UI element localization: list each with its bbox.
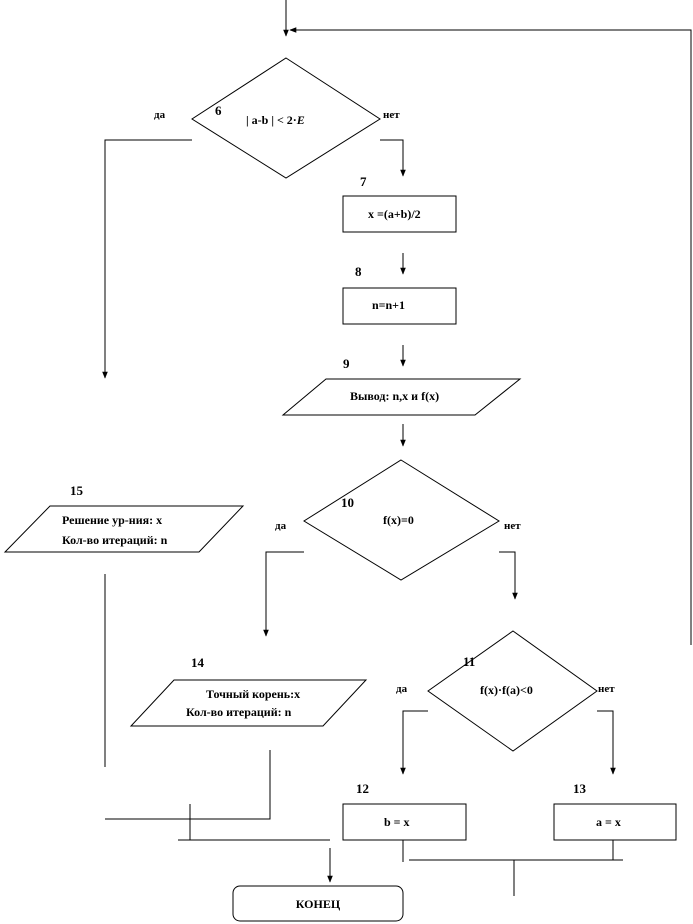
b11-no-arrow: [597, 710, 616, 775]
b15-line2: Кол-во итераций: n: [62, 533, 168, 547]
block-10-decision: 10 f(x)=0 да нет: [275, 459, 521, 581]
b7-number: 7: [360, 174, 367, 189]
block-6-decision: 6 | a-b | < 2·E да нет: [154, 57, 400, 179]
b14-line1: Точный корень:x: [206, 687, 300, 701]
b8-number: 8: [355, 264, 362, 279]
block-13-process: 13 a = x: [553, 781, 677, 841]
block-15-output: 15 Решение ур-ния: x Кол-во итераций: n: [3, 483, 245, 553]
b10-yes-arrow: [263, 551, 304, 637]
block-12-process: 12 b = x: [342, 781, 467, 841]
block-8-process: 8 n=n+1: [342, 264, 457, 325]
b12-box: [342, 803, 467, 841]
b14-parallelogram: [129, 679, 368, 727]
b6-no-arrow: [380, 139, 406, 177]
b13-text: a = x: [596, 815, 621, 829]
b10-no-arrow: [499, 551, 518, 600]
b10-yes-label: да: [275, 520, 287, 532]
b12-text: b = x: [384, 815, 410, 829]
b6-yes-label: да: [154, 109, 166, 121]
b10-condition: f(x)=0: [383, 513, 414, 527]
b10-diamond: [303, 459, 500, 581]
b14-number: 14: [191, 655, 205, 670]
b11-diamond: [427, 630, 598, 752]
block-11-decision: 11 f(x)·f(a)<0 да нет: [396, 630, 615, 752]
b11-condition: f(x)·f(a)<0: [480, 683, 533, 697]
b9-text: Вывод: n,x и f(x): [350, 389, 439, 403]
b9-number: 9: [343, 356, 350, 371]
b6-no-label: нет: [383, 109, 400, 121]
b6-condition: | a-b | < 2·E: [246, 113, 305, 127]
b6-yes-arrow: [102, 139, 192, 379]
block-9-output: 9 Вывод: n,x и f(x): [281, 356, 522, 416]
b10-number: 10: [341, 495, 354, 510]
b14-line2: Кол-во итераций: n: [186, 705, 292, 719]
block-7-process: 7 x =(a+b)/2: [342, 174, 457, 233]
b12-number: 12: [356, 781, 369, 796]
b11-yes-label: да: [396, 683, 408, 695]
end-text: КОНЕЦ: [296, 897, 341, 911]
b11-number: 11: [463, 654, 475, 669]
b13-number: 13: [573, 781, 587, 796]
b10-no-label: нет: [504, 520, 521, 532]
end-terminator: [232, 885, 404, 922]
b15-parallelogram: [3, 505, 245, 553]
b8-box: [342, 287, 457, 325]
b13-box: [553, 803, 677, 841]
b7-box: [342, 195, 457, 233]
loop-back-arrow: [289, 27, 692, 645]
b8-text: n=n+1: [372, 298, 405, 312]
b6-number: 6: [215, 103, 222, 118]
b11-no-label: нет: [598, 683, 615, 695]
block-14-output: 14 Точный корень:x Кол-во итераций: n: [129, 655, 368, 727]
b7-text: x =(a+b)/2: [368, 207, 421, 221]
b6-diamond: [191, 57, 381, 179]
b15-line1: Решение ур-ния: x: [62, 513, 162, 527]
b15-number: 15: [70, 483, 84, 498]
end-block: КОНЕЦ: [232, 885, 404, 922]
b9-parallelogram: [281, 378, 522, 416]
connectors: [102, 0, 692, 896]
b14-merge-line: [105, 750, 271, 820]
b11-yes-arrow: [400, 710, 428, 775]
